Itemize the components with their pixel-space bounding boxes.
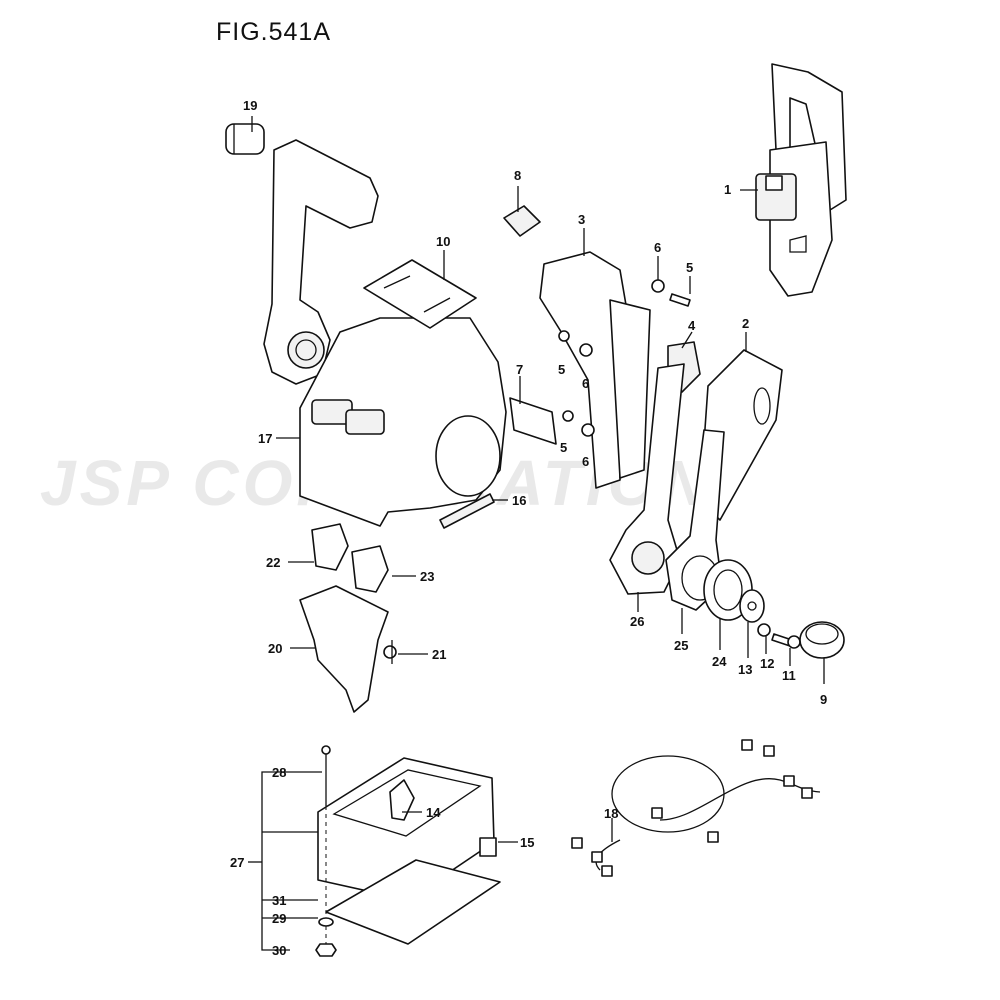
label-12: 12 [760,656,774,671]
label-16: 16 [512,493,526,508]
label-25: 25 [674,638,688,653]
part-13-washer [739,589,765,623]
part-16-strip [439,493,495,529]
label-6-top: 6 [654,240,661,255]
part-15-clip [479,837,497,857]
label-21: 21 [432,647,446,662]
label-13: 13 [738,662,752,677]
label-9: 9 [820,692,827,707]
part-29-washer [318,917,334,927]
part-12-lock-washer [757,623,771,637]
label-2: 2 [742,316,749,331]
part-26-arm [609,363,685,595]
part-23-switch [351,545,389,593]
part-31-gasket [325,859,501,945]
label-19: 19 [243,98,257,113]
part-9-cap [799,621,845,659]
label-24: 24 [712,654,727,669]
part-handle-arm [263,139,379,385]
leader-lines [248,116,825,951]
label-17: 17 [258,431,272,446]
part-18-harness [571,739,821,877]
label-22: 22 [266,555,280,570]
label-8: 8 [514,168,521,183]
label-30: 30 [272,943,286,958]
part-labels: 19 1 8 3 10 6 5 4 2 5 6 7 17 5 6 16 22 2… [230,98,827,958]
label-1: 1 [724,182,731,197]
label-6-mid: 6 [582,376,589,391]
label-11: 11 [782,668,796,683]
label-6-low: 6 [582,454,589,469]
label-27: 27 [230,855,244,870]
part-7-bracket [509,397,557,445]
part-3-housing [539,251,651,489]
label-31: 31 [272,893,286,908]
label-23: 23 [420,569,434,584]
part-17-cover [299,317,507,527]
label-20: 20 [268,641,282,656]
label-18: 18 [604,806,618,821]
part-1-remote-control-assembly [755,63,847,297]
label-7: 7 [516,362,523,377]
label-5-top: 5 [686,260,693,275]
label-5-mid: 5 [558,362,565,377]
label-4: 4 [688,318,696,333]
part-21-screw [383,640,397,664]
label-26: 26 [630,614,644,629]
part-10-plate [363,259,477,329]
figure-title: FIG.541A [216,18,331,46]
part-20-housing [299,585,389,713]
part-22-switch [311,523,349,571]
label-28: 28 [272,765,286,780]
part-8-emblem [503,205,541,237]
label-3: 3 [578,212,585,227]
label-14: 14 [426,805,441,820]
label-5-low: 5 [560,440,567,455]
parts-5-6-fasteners [558,279,691,437]
part-27-base [317,757,495,901]
label-15: 15 [520,835,534,850]
part-11-screw [771,633,801,649]
label-29: 29 [272,911,286,926]
part-19-cap [225,123,265,155]
part-30-nut [315,943,337,957]
label-10: 10 [436,234,450,249]
